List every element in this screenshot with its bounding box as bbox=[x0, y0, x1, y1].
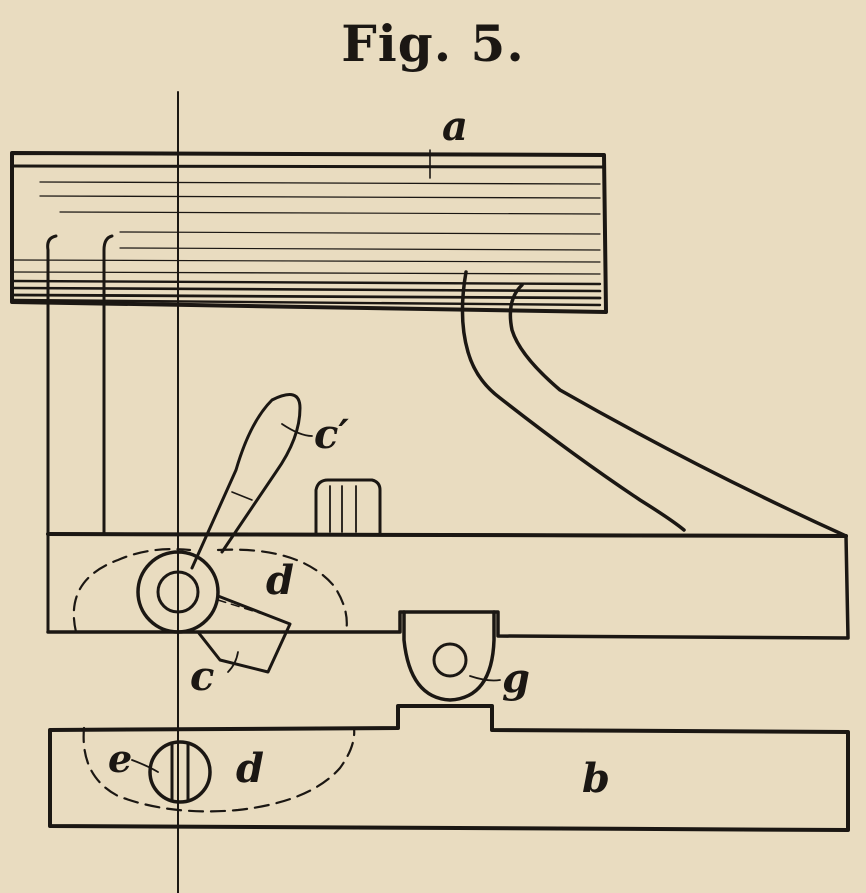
label-a: a bbox=[442, 103, 468, 150]
lug-g bbox=[402, 610, 496, 702]
middle-block bbox=[46, 532, 850, 640]
dashed-circle-upper bbox=[72, 548, 348, 634]
label-d-upper: d bbox=[266, 557, 294, 604]
leader-e bbox=[131, 759, 159, 773]
label-e: e bbox=[108, 736, 132, 781]
label-c-prime: c′ bbox=[314, 411, 349, 458]
label-g: g bbox=[502, 655, 530, 702]
small-knob bbox=[314, 478, 382, 536]
label-c: c bbox=[190, 653, 214, 700]
label-d-lower: d bbox=[236, 745, 264, 792]
label-b: b bbox=[582, 755, 610, 802]
leader-c-prime bbox=[281, 423, 313, 437]
left-post bbox=[46, 234, 114, 634]
figure-title: Fig. 5. bbox=[341, 14, 525, 73]
bottom-bar-b bbox=[48, 704, 850, 832]
leader-c bbox=[227, 651, 239, 673]
screw-e bbox=[148, 740, 212, 804]
diagonal-arm bbox=[460, 270, 848, 538]
top-bar-a bbox=[10, 149, 608, 314]
leader-g bbox=[469, 675, 501, 682]
lever-c-prime bbox=[190, 393, 302, 570]
pivot-ring bbox=[136, 550, 220, 634]
dashed-circle-lower bbox=[82, 726, 356, 813]
